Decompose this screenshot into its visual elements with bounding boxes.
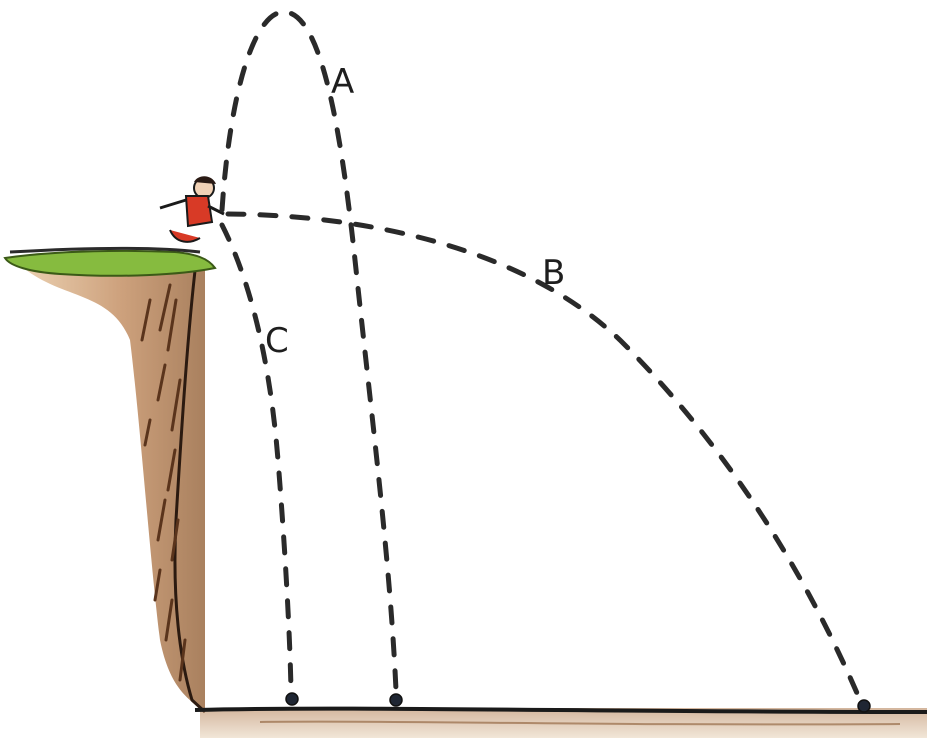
ground [194, 706, 927, 738]
trajectory-a [219, 9, 399, 693]
label-c: C [265, 321, 289, 361]
label-a: A [331, 62, 354, 102]
cliff [20, 261, 207, 714]
person-throwing [159, 176, 225, 243]
label-b: B [542, 253, 565, 293]
trajectory-b [225, 211, 863, 703]
cliff-grass [3, 246, 217, 277]
landing-point-c [285, 692, 299, 706]
landing-point-b [857, 699, 871, 713]
trajectory-c [219, 222, 294, 693]
landing-point-a [389, 693, 403, 707]
